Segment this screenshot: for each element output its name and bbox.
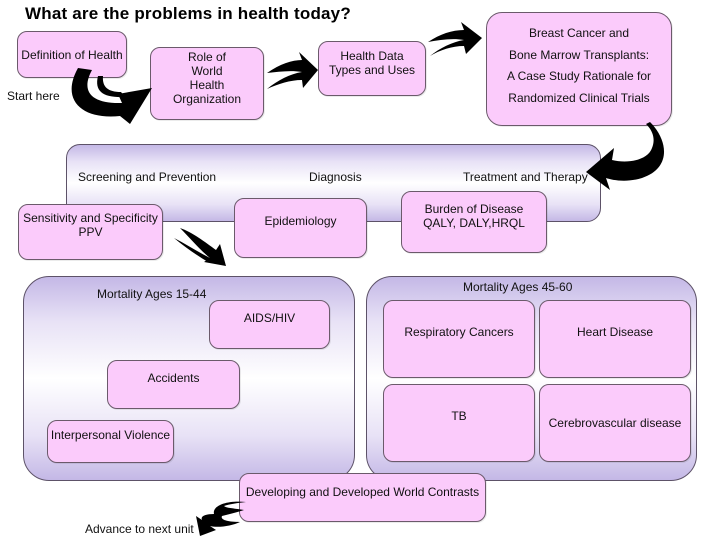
box-label: Accidents xyxy=(147,371,200,385)
epidemiology-box[interactable]: Epidemiology xyxy=(234,198,367,258)
box-label: Interpersonal Violence xyxy=(50,428,171,442)
mortality-45-60-title: Mortality Ages 45-60 xyxy=(463,280,573,294)
box-label: Breast Cancer and xyxy=(528,26,630,40)
box-label: Types and Uses xyxy=(328,63,416,77)
box-label: QALY, DALY,HRQL xyxy=(423,216,525,230)
box-label: AIDS/HIV xyxy=(243,311,296,325)
box-label: Role of xyxy=(187,50,227,64)
box-label: Cerebrovascular disease xyxy=(548,416,682,430)
burden-of-disease-box[interactable]: Burden of Disease QALY, DALY,HRQL xyxy=(401,191,547,253)
treatment-therapy-label[interactable]: Treatment and Therapy xyxy=(463,170,588,184)
box-label: Organization xyxy=(172,92,242,106)
box-label: Sensitivity and Specificity xyxy=(23,211,158,225)
box-label: World xyxy=(191,64,223,78)
box-label: PPV xyxy=(78,225,103,239)
start-here-label: Start here xyxy=(7,89,60,103)
tb-box[interactable]: TB xyxy=(383,384,535,462)
definition-of-health-box[interactable]: Definition of Health xyxy=(17,31,127,78)
mortality-15-44-title: Mortality Ages 15-44 xyxy=(97,287,207,301)
advance-next-unit-label[interactable]: Advance to next unit xyxy=(85,522,194,536)
who-role-box[interactable]: Role of World Health Organization xyxy=(150,47,264,120)
page-title: What are the problems in health today? xyxy=(25,4,351,23)
case-study-box[interactable]: Breast Cancer and Bone Marrow Transplant… xyxy=(486,12,672,126)
heart-disease-box[interactable]: Heart Disease xyxy=(539,300,691,378)
diagnosis-label[interactable]: Diagnosis xyxy=(309,170,362,184)
aids-hiv-box[interactable]: AIDS/HIV xyxy=(209,300,330,349)
curved-arrow-icon xyxy=(97,76,125,98)
respiratory-cancers-box[interactable]: Respiratory Cancers xyxy=(383,300,535,378)
box-label: Definition of Health xyxy=(21,48,123,62)
cerebrovascular-disease-box[interactable]: Cerebrovascular disease xyxy=(539,384,691,462)
accidents-box[interactable]: Accidents xyxy=(107,360,240,409)
curved-arrow-icon xyxy=(267,52,318,89)
box-label: Heart Disease xyxy=(576,325,654,339)
box-label: Health xyxy=(189,78,225,92)
box-label: Bone Marrow Transplants: xyxy=(508,47,650,62)
sensitivity-specificity-box[interactable]: Sensitivity and Specificity PPV xyxy=(18,204,163,260)
curved-arrow-icon xyxy=(174,228,226,266)
health-data-types-box[interactable]: Health Data Types and Uses xyxy=(318,41,426,96)
box-label: Respiratory Cancers xyxy=(404,325,514,339)
box-label: Burden of Disease xyxy=(424,202,524,216)
screening-prevention-label[interactable]: Screening and Prevention xyxy=(78,170,217,184)
box-label: Epidemiology xyxy=(264,214,337,228)
world-contrasts-box[interactable]: Developing and Developed World Contrasts xyxy=(239,473,486,522)
curved-arrow-icon xyxy=(428,22,482,56)
box-label: Health Data xyxy=(340,49,404,63)
box-label: TB xyxy=(451,409,467,423)
box-label: A Case Study Rationale for xyxy=(506,69,652,83)
interpersonal-violence-box[interactable]: Interpersonal Violence xyxy=(47,420,174,463)
box-label: Randomized Clinical Trials xyxy=(508,90,650,105)
box-label: Developing and Developed World Contrasts xyxy=(245,485,480,499)
